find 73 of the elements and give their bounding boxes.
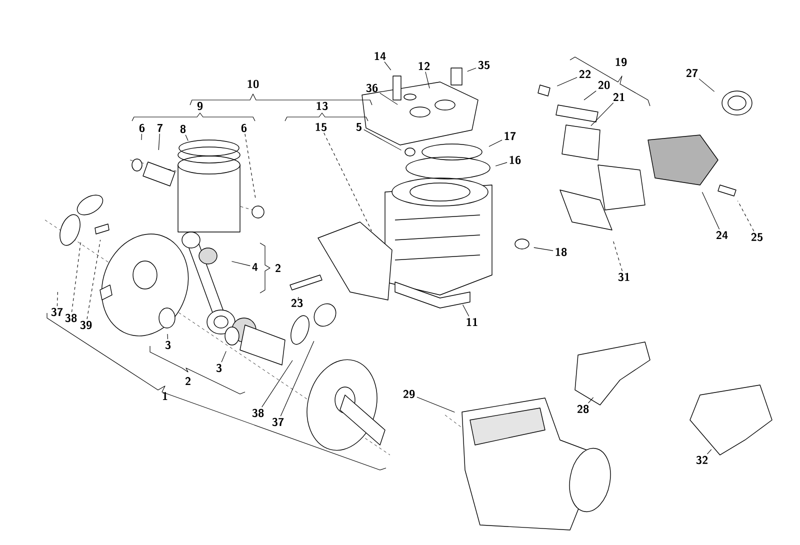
leader-line	[244, 134, 256, 198]
callout-number: 39	[80, 320, 92, 330]
leader-line	[280, 340, 314, 416]
leader-line	[185, 134, 188, 142]
callout-number: 9	[197, 102, 203, 110]
callout-number: 12	[418, 62, 430, 70]
leader-line	[584, 90, 596, 100]
callout-number: 13	[316, 102, 328, 110]
leader-line	[297, 296, 299, 302]
leader-line	[416, 396, 455, 413]
callout-number: 20	[598, 80, 610, 90]
leader-line	[698, 78, 715, 92]
callout-number: 36	[366, 84, 378, 92]
callout-number: 2	[275, 264, 280, 272]
leader-line	[588, 397, 594, 404]
callout-number: 38	[65, 314, 77, 322]
leader-line	[495, 162, 508, 166]
leader-line	[324, 132, 372, 232]
leader-line	[56, 292, 58, 306]
leader-line	[706, 449, 712, 454]
callout-number: 1	[162, 392, 168, 400]
callout-number: 6	[241, 124, 247, 132]
leader-line	[86, 240, 101, 320]
callout-number: 28	[577, 404, 589, 414]
callout-number: 3	[165, 340, 171, 350]
callout-number: 18	[556, 248, 567, 256]
callout-number: 19	[616, 58, 627, 66]
leader-line	[590, 102, 614, 126]
callout-number: 23	[291, 298, 303, 308]
leader-line	[262, 360, 293, 408]
leader-line	[737, 200, 754, 232]
leader-line	[384, 62, 392, 70]
leader-line	[612, 239, 623, 272]
leader-line	[467, 68, 476, 72]
callout-number: 3	[216, 364, 222, 372]
leader-line	[364, 129, 402, 150]
callout-number: 4	[252, 263, 258, 271]
leader-line	[425, 72, 430, 89]
callout-number: 22	[579, 70, 591, 78]
callout-number: 14	[374, 52, 386, 60]
leader-line	[231, 261, 250, 266]
leader-line	[141, 134, 142, 140]
leader-line	[488, 140, 502, 147]
leader-line	[167, 334, 168, 340]
callout-number: 8	[180, 124, 186, 134]
callout-number: 16	[510, 156, 521, 164]
callout-number: 31	[618, 272, 630, 282]
callout-number: 29	[403, 390, 415, 398]
callout-number: 24	[716, 230, 728, 240]
leader-line	[158, 133, 160, 150]
callout-number: 21	[613, 92, 624, 102]
callout-number: 27	[686, 68, 698, 78]
callout-number: 37	[272, 418, 284, 426]
leader-line	[71, 242, 81, 312]
callout-number: 5	[356, 122, 362, 131]
leader-line	[702, 192, 720, 230]
leader-line	[221, 350, 226, 362]
callout-number: 35	[478, 60, 490, 70]
callout-number: 10	[248, 80, 259, 88]
leader-line	[380, 92, 398, 105]
callout-number: 6	[139, 124, 145, 132]
callout-number: 11	[466, 318, 478, 326]
callout-number: 15	[316, 122, 327, 132]
leader-line	[534, 247, 554, 251]
callout-number: 17	[504, 132, 516, 140]
callout-number: 2	[185, 376, 190, 386]
callout-number: 25	[751, 232, 763, 242]
callout-number: 32	[696, 456, 708, 464]
callout-number: 38	[252, 408, 264, 418]
callout-number: 7	[157, 124, 163, 132]
callout-number: 37	[51, 308, 63, 316]
leader-line	[556, 77, 578, 86]
leader-line	[462, 304, 470, 316]
